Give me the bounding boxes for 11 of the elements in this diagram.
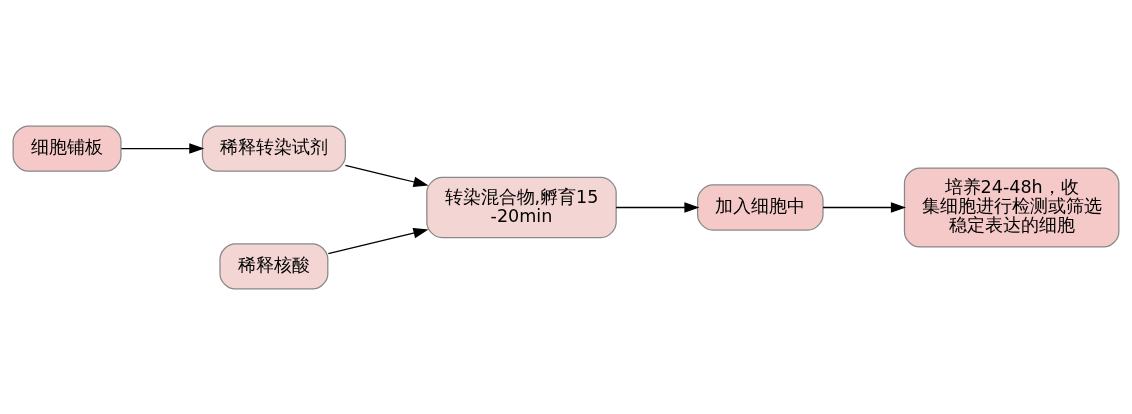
arrow (344, 164, 429, 187)
node-box: 稀释转染试剂 (201, 124, 346, 172)
node-box: 加入细胞中 (697, 183, 824, 231)
arrow (120, 142, 205, 154)
node-box: 稀释核酸 (219, 242, 329, 290)
node-box: 细胞铺板 (12, 124, 122, 172)
arrow (822, 201, 906, 213)
arrow (327, 227, 429, 254)
node-box: 转染混合物,孵育15-20min (426, 176, 617, 238)
arrow (615, 201, 700, 213)
node-box: 培养24-48h，收集细胞进行检测或筛选稳定表达的细胞 (903, 166, 1120, 248)
